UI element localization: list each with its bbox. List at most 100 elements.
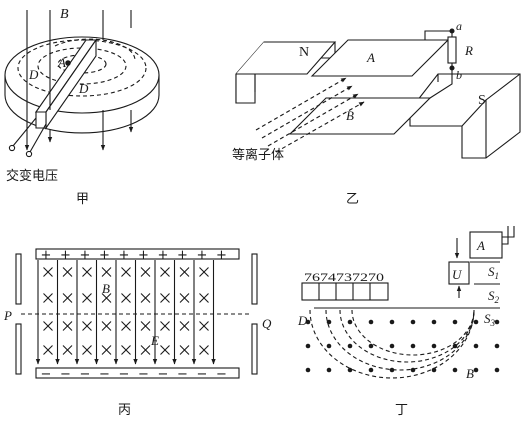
field-cross (160, 267, 170, 277)
minus-signs: −−−−−−−−−− (41, 367, 227, 382)
field-dot (305, 367, 311, 373)
slit-plate-left (15, 253, 22, 305)
field-cross (101, 321, 112, 331)
label-b: b (456, 68, 462, 82)
dee-gap (34, 38, 98, 130)
minus-sign: − (158, 367, 169, 382)
negative-plate (35, 367, 240, 379)
caption-yi: 乙 (346, 192, 359, 207)
field-cross (43, 345, 53, 355)
label-plasma: 等离子体 (232, 147, 284, 163)
field-cross (179, 267, 190, 277)
field-dot (389, 319, 395, 325)
field-dot (452, 367, 458, 373)
plus-sign: + (119, 248, 130, 263)
particle-orbits (17, 38, 147, 97)
field-cross (82, 293, 92, 303)
field-cross (121, 267, 131, 277)
field-cross (82, 321, 92, 331)
field-cross (160, 293, 170, 303)
panel-yi-mhd-generator (235, 28, 521, 159)
scale-numbers: 7674737270 (304, 270, 384, 284)
field-cross (199, 267, 209, 277)
field-cross (101, 293, 112, 303)
label-P: P (3, 308, 12, 323)
field-cross (179, 345, 190, 355)
plate-B (288, 97, 432, 135)
field-dot (389, 343, 395, 349)
field-cross (199, 345, 209, 355)
minus-sign: − (119, 367, 130, 382)
slit-plate-left (15, 323, 22, 375)
field-dot (305, 343, 311, 349)
field-cross (62, 267, 73, 277)
label-A: A (476, 238, 485, 253)
label-E: E (150, 333, 159, 348)
label-D-right: D (78, 81, 89, 96)
field-cross (179, 293, 190, 303)
minus-sign: − (99, 367, 110, 382)
caption-ding: 丁 (395, 403, 408, 418)
label-ac-voltage: 交变电压 (6, 168, 58, 184)
label-Q: Q (262, 316, 272, 331)
plus-sign: + (99, 248, 110, 263)
external-circuit (424, 28, 457, 99)
field-cross (121, 321, 131, 331)
ion-source (65, 60, 71, 66)
label-B: B (466, 366, 474, 381)
field-cross (121, 345, 131, 355)
plus-sign: + (158, 248, 169, 263)
label-B: B (60, 7, 69, 22)
field-dot (347, 343, 353, 349)
panel-ding-mass-spectrometer (301, 226, 515, 379)
field-dot (473, 319, 479, 325)
field-dot (410, 319, 416, 325)
field-dot (431, 319, 437, 325)
field-dot (410, 343, 416, 349)
positive-plate (35, 248, 240, 260)
minus-sign: − (216, 367, 227, 382)
field-dot (494, 343, 500, 349)
field-cross (160, 345, 170, 355)
ion-trajectories (309, 309, 475, 379)
panel-jia-cyclotron (4, 10, 160, 158)
slit-plate-right (251, 323, 258, 375)
field-dot (431, 343, 437, 349)
label-a: a (456, 19, 462, 33)
plus-sign: + (138, 248, 149, 263)
field-dot (347, 367, 353, 373)
field-cross (43, 293, 53, 303)
field-cross (62, 345, 73, 355)
minus-sign: − (41, 367, 52, 382)
magnetic-field-crosses (43, 267, 209, 355)
panel-bing-velocity-selector (15, 248, 258, 379)
field-dot (305, 319, 311, 325)
resistor-R (447, 36, 457, 64)
minus-sign: − (177, 367, 188, 382)
field-cross (62, 293, 73, 303)
label-R: R (464, 43, 473, 58)
label-U: U (452, 267, 463, 282)
field-dot (368, 319, 374, 325)
field-cross (199, 293, 209, 303)
field-dot (452, 319, 458, 325)
field-dot (326, 343, 332, 349)
plus-sign: + (41, 248, 52, 263)
plasma-stream (255, 77, 365, 153)
minus-sign: − (197, 367, 208, 382)
label-S2: S2 (488, 288, 500, 305)
field-dot (326, 319, 332, 325)
minus-sign: − (138, 367, 149, 382)
field-cross (43, 267, 53, 277)
label-S3: S3 (484, 311, 496, 328)
field-cross (101, 267, 112, 277)
cyclotron-rim (4, 75, 160, 134)
field-dot (431, 367, 437, 373)
scale-dividers (318, 283, 371, 300)
field-cross (140, 293, 151, 303)
plus-sign: + (60, 248, 71, 263)
magnet-N (235, 41, 337, 104)
label-S: S (478, 93, 486, 108)
field-dot (326, 367, 332, 373)
label-D-left: D (28, 67, 39, 82)
